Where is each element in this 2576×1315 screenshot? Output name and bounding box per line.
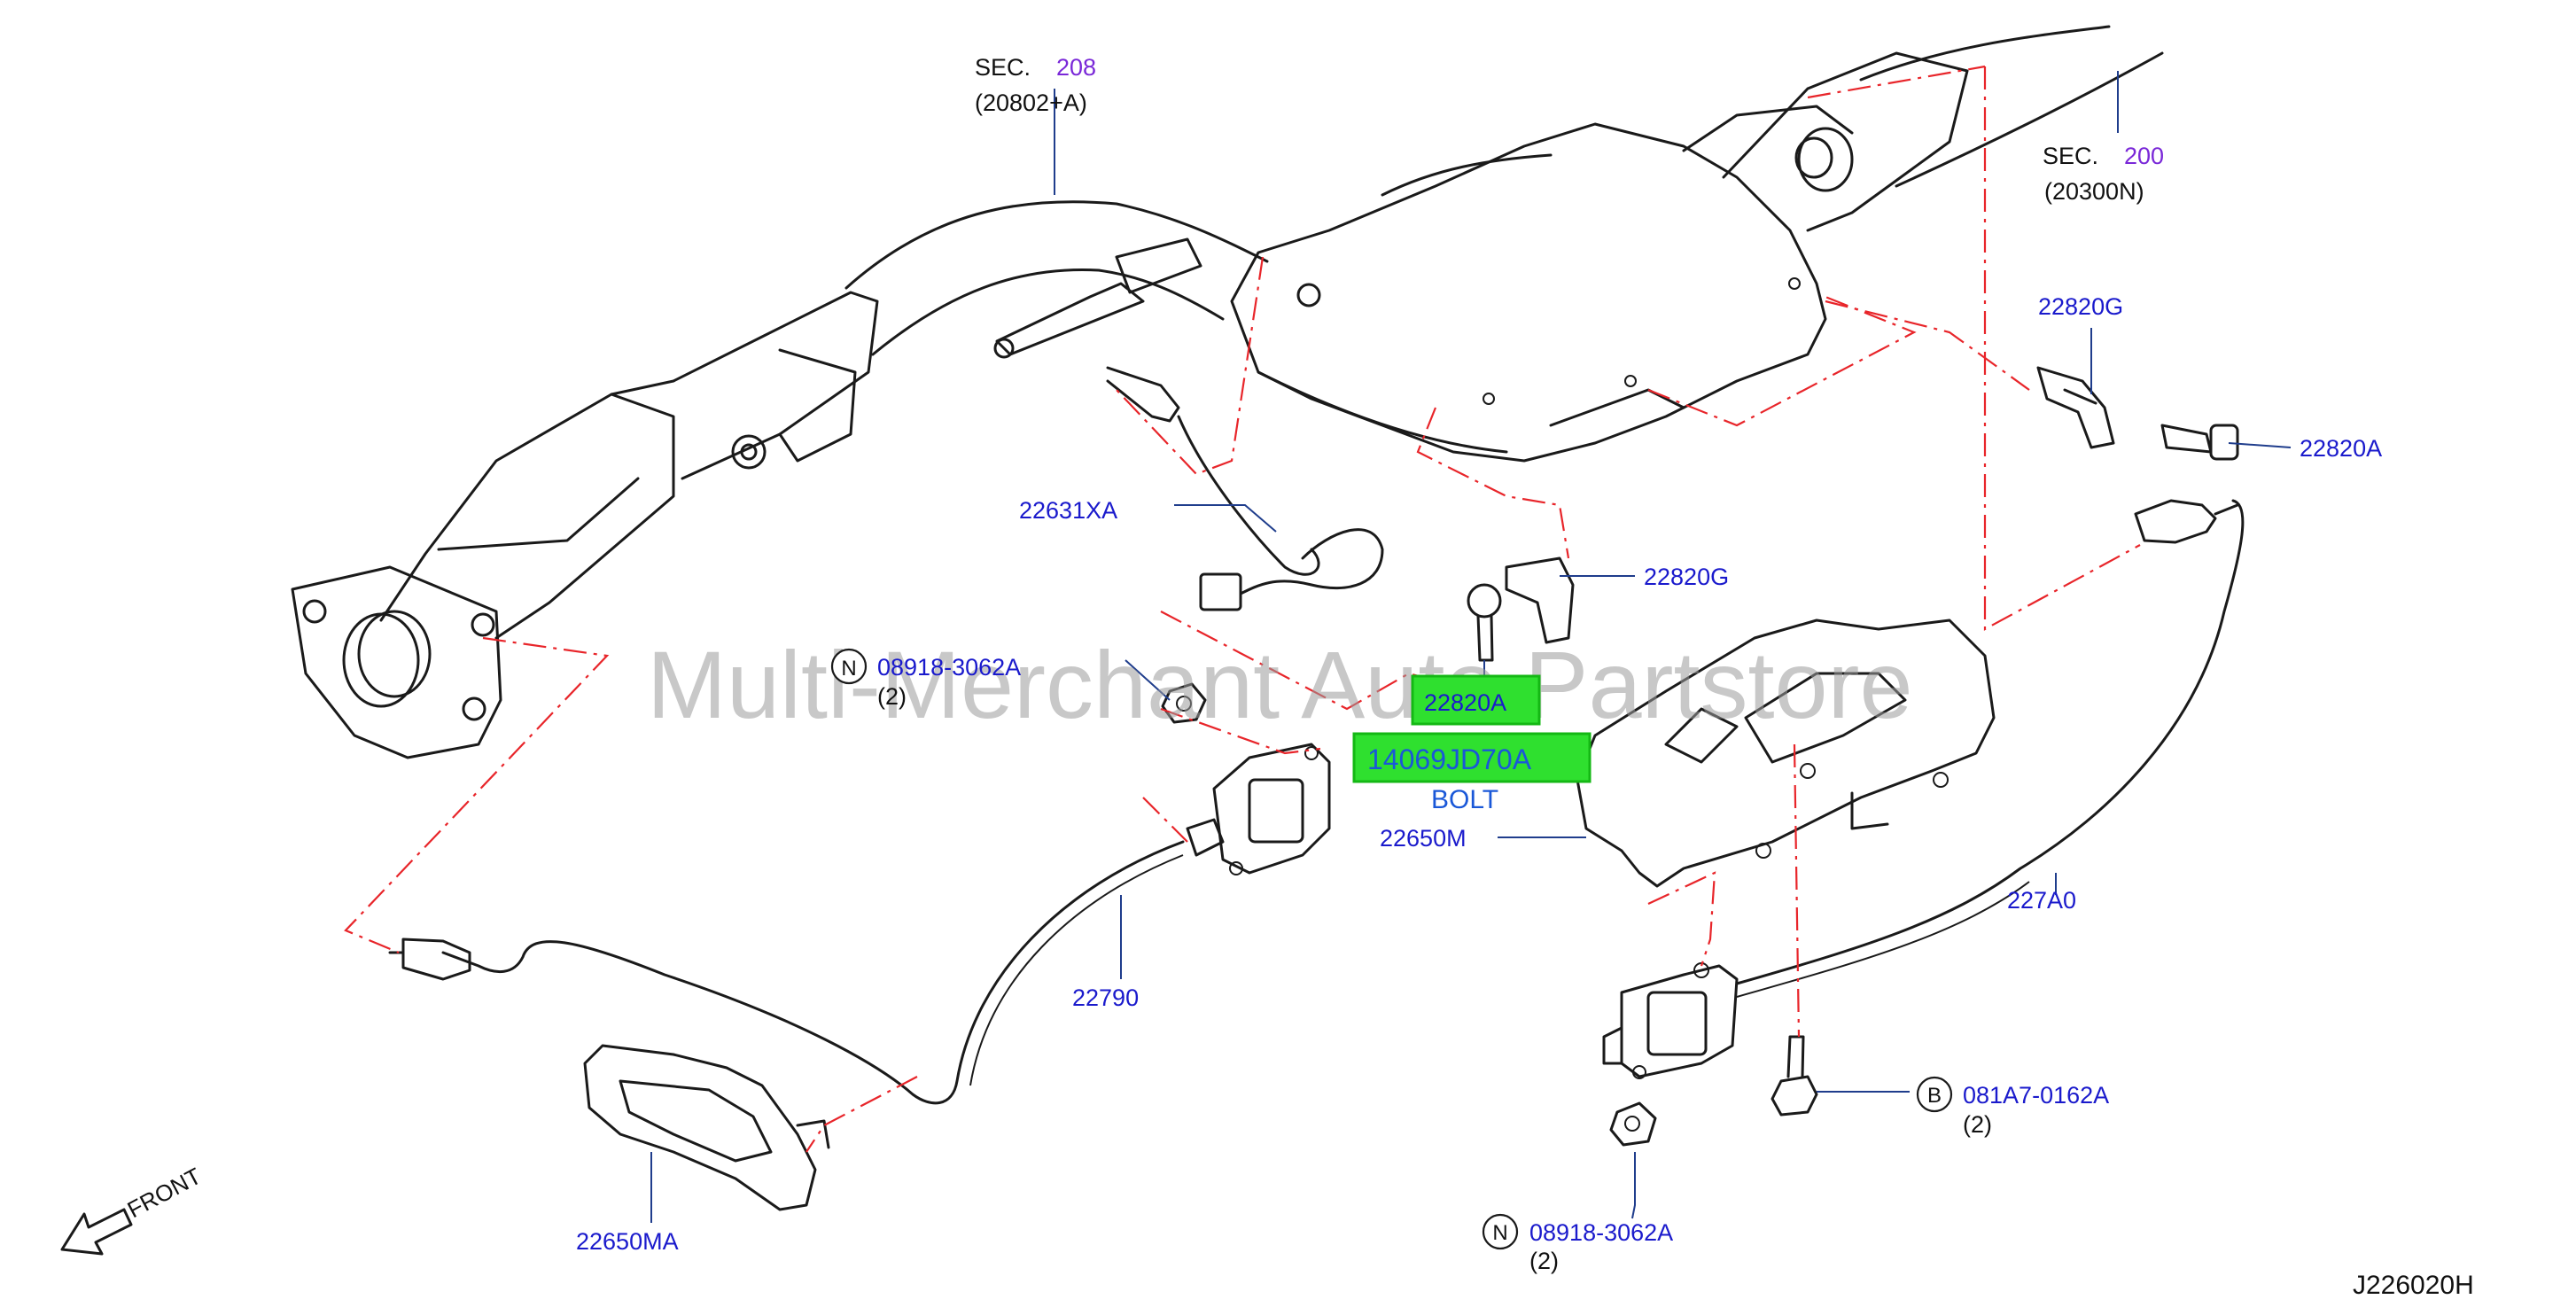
main-catalytic-converter[interactable] bbox=[1230, 25, 2164, 463]
nut-08918-3062a-bottom[interactable] bbox=[1609, 1101, 1657, 1147]
bolt-22820a-mid[interactable] bbox=[1467, 583, 1502, 662]
part-14069jd70a[interactable]: 14069JD70A bbox=[1367, 743, 1532, 775]
nut-top-badge bbox=[830, 648, 868, 685]
label-14069jd70a[interactable]: 14069JD70A BOLT bbox=[1352, 732, 1592, 814]
part-22820a-mid[interactable]: 22820A bbox=[1424, 689, 1506, 716]
label-nut-top[interactable]: N 08918-3062A (2) bbox=[830, 648, 1021, 710]
part-nut-bottom[interactable]: 08918-3062A bbox=[1529, 1219, 1673, 1246]
nut-bottom-badge bbox=[1482, 1213, 1519, 1250]
phantom-lines bbox=[344, 65, 2141, 1153]
part-22650ma[interactable]: 22650MA bbox=[576, 1228, 679, 1255]
nut-08918-3062a-top[interactable] bbox=[1161, 682, 1207, 724]
front-exhaust-tube[interactable] bbox=[291, 200, 1269, 759]
watermark-text: Multi-Merchant Auto Partstore bbox=[647, 631, 1913, 738]
part-22820g-mid[interactable]: 22820G bbox=[1644, 564, 1729, 590]
sec-200-subcode: (20300N) bbox=[2044, 178, 2144, 205]
front-arrow-icon bbox=[60, 1208, 133, 1256]
bolt-badge bbox=[1916, 1076, 1953, 1113]
sec-200-prefix: SEC. bbox=[2043, 143, 2098, 169]
diagram-code: J226020H bbox=[2353, 1271, 2474, 1300]
nut-top-qty: (2) bbox=[877, 683, 907, 710]
highlight-14069jd70a-box bbox=[1352, 732, 1592, 783]
sec-208-number[interactable]: 208 bbox=[1056, 54, 1096, 81]
label-22820a-mid[interactable]: 22820A bbox=[1411, 674, 1541, 726]
bracket-22820g-mid[interactable] bbox=[1505, 556, 1575, 644]
label-sec-200[interactable]: SEC. 200 (20300N) bbox=[2043, 143, 2164, 205]
label-nut-bottom[interactable]: N 08918-3062A (2) bbox=[1482, 1213, 1673, 1274]
part-14069jd70a-desc: BOLT bbox=[1431, 785, 1498, 814]
part-22631xa[interactable]: 22631XA bbox=[1019, 497, 1117, 524]
heat-shield-22650m[interactable] bbox=[1576, 619, 1996, 888]
part-bolt-081a7[interactable]: 081A7-0162A bbox=[1963, 1082, 2109, 1109]
bolt-badge-letter: B bbox=[1927, 1084, 1942, 1108]
bolt-qty: (2) bbox=[1963, 1111, 1992, 1138]
label-bolt-081a7[interactable]: B 081A7-0162A (2) bbox=[1916, 1076, 2109, 1138]
part-22790[interactable]: 22790 bbox=[1072, 984, 1139, 1011]
part-22820g-top[interactable]: 22820G bbox=[2038, 293, 2123, 320]
harness-227a0-inner bbox=[1736, 881, 2030, 998]
bolt-081a7-0162a[interactable] bbox=[1771, 1035, 1818, 1117]
part-227a0[interactable]: 227A0 bbox=[2007, 887, 2076, 914]
o2-sensor-rear[interactable] bbox=[2134, 499, 2239, 544]
part-22820a-right[interactable]: 22820A bbox=[2300, 435, 2382, 462]
heat-shield-22650ma[interactable] bbox=[583, 1044, 830, 1211]
highlight-22820a-box bbox=[1411, 674, 1541, 726]
nox-sensor-22790[interactable] bbox=[1186, 743, 1331, 875]
sec-208-prefix: SEC. bbox=[975, 54, 1031, 81]
front-label: FRONT bbox=[123, 1163, 206, 1224]
leader-lines bbox=[650, 71, 2292, 1223]
harness-22790 bbox=[441, 840, 1185, 1105]
part-nut-top[interactable]: 08918-3062A bbox=[877, 654, 1021, 681]
front-indicator: FRONT bbox=[60, 1163, 206, 1256]
nox-sensor-227a0[interactable] bbox=[1602, 962, 1739, 1079]
harness-22790-inner bbox=[969, 854, 1184, 1086]
sensor-22631xa[interactable] bbox=[1106, 366, 1384, 611]
nut-bottom-badge-letter: N bbox=[1492, 1221, 1507, 1245]
bolt-22820a-right[interactable] bbox=[2160, 424, 2239, 461]
label-sec-208[interactable]: SEC. 208 (20802+A) bbox=[975, 54, 1096, 116]
nut-bottom-qty: (2) bbox=[1529, 1248, 1559, 1274]
sec-200-number[interactable]: 200 bbox=[2124, 143, 2164, 169]
part-22650m[interactable]: 22650M bbox=[1380, 825, 1467, 852]
bracket-22820g-top[interactable] bbox=[2036, 366, 2115, 449]
harness-227a0 bbox=[1735, 499, 2245, 985]
sec-208-subcode: (20802+A) bbox=[975, 89, 1087, 116]
nut-top-badge-letter: N bbox=[841, 657, 856, 681]
